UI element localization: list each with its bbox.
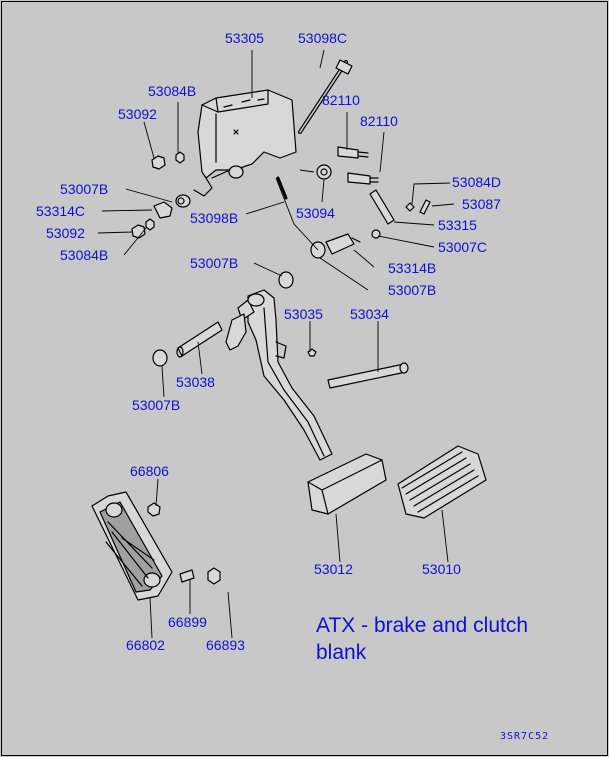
part-label-53092-lower: 53092	[46, 225, 85, 241]
part-label-82110-first: 82110	[322, 92, 360, 108]
part-label-53098c: 53098C	[298, 30, 348, 46]
bolt-53098c-part	[298, 59, 353, 134]
part-label-53315: 53315	[438, 217, 477, 233]
left-small-hardware	[131, 151, 191, 239]
drawing-code: 3SR7C52	[500, 731, 550, 742]
pedal-bracket-part	[193, 89, 297, 197]
part-label-53305: 53305	[225, 30, 264, 46]
part-label-53084b-upper: 53084B	[148, 83, 197, 99]
part-label-53087: 53087	[462, 196, 501, 212]
part-label-53092-upper: 53092	[118, 106, 157, 122]
bolt-53098b-part	[276, 176, 288, 200]
stop-lamp-switch-part	[337, 146, 379, 185]
brake-pedal-pad-part	[307, 453, 387, 515]
part-label-53007b-upper: 53007B	[190, 255, 239, 271]
part-label-53035: 53035	[284, 306, 323, 322]
leader-lines	[97, 49, 455, 639]
part-label-53094: 53094	[296, 205, 335, 221]
part-label-66899: 66899	[168, 614, 207, 630]
caption-line-2: blank	[316, 641, 367, 664]
part-label-53084d: 53084D	[452, 174, 502, 190]
part-label-53007b-right: 53007B	[388, 282, 437, 298]
clevis-53314b-part	[310, 229, 381, 259]
part-label-53084b-lower: 53084B	[60, 247, 109, 263]
brake-pedal-arm-part	[225, 289, 333, 461]
part-label-53010: 53010	[422, 561, 461, 577]
pedal-shaft-part	[152, 321, 223, 367]
part-label-53012: 53012	[314, 561, 353, 577]
return-spring-part	[307, 348, 409, 389]
accelerator-pedal-part	[91, 491, 173, 601]
part-label-53007c: 53007C	[438, 239, 488, 255]
part-label-53034: 53034	[350, 306, 389, 322]
part-label-82110-second: 82110	[360, 113, 398, 129]
part-label-66802: 66802	[126, 637, 165, 653]
diagram-caption: ATX - brake and clutch blank	[316, 612, 528, 666]
part-label-53007b-bottom: 53007B	[132, 397, 181, 413]
part-label-53007b-left: 53007B	[60, 181, 109, 197]
part-label-53098b: 53098B	[190, 210, 239, 226]
link-53315-part	[369, 189, 431, 225]
caption-line-1: ATX - brake and clutch	[316, 614, 529, 637]
part-label-53038: 53038	[176, 374, 215, 390]
pedal-pad-53010-part	[397, 445, 487, 519]
part-label-53314b: 53314B	[388, 260, 437, 276]
part-label-66893: 66893	[206, 637, 245, 653]
bushing-53007b-part	[278, 271, 294, 289]
accelerator-hardware	[147, 502, 221, 585]
part-label-53314c: 53314C	[36, 203, 86, 219]
part-label-66806: 66806	[130, 463, 169, 479]
nut-53094-part	[316, 164, 332, 180]
